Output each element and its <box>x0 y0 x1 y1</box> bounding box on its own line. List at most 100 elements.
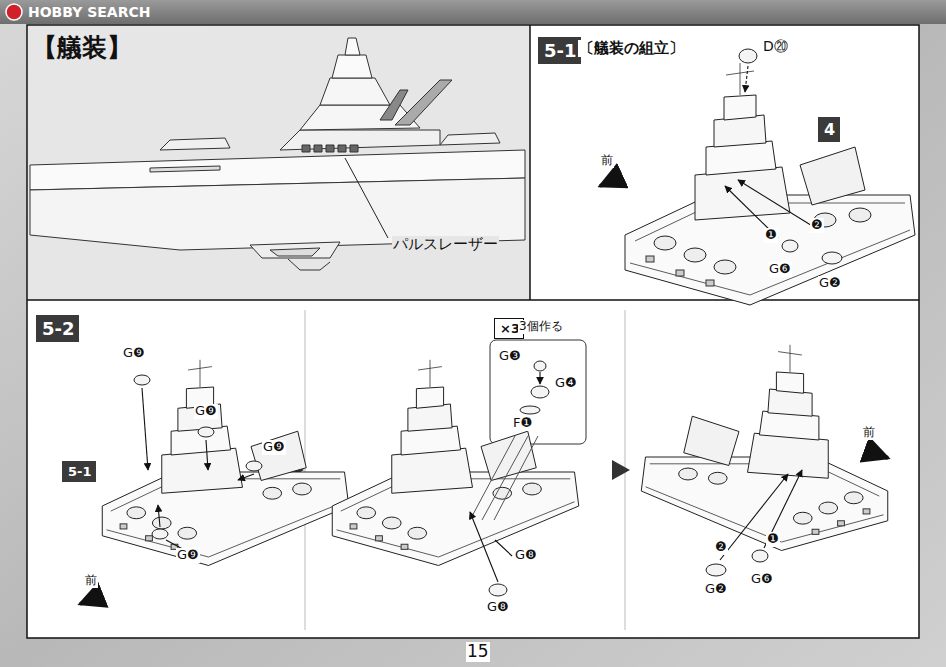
mast <box>418 367 442 370</box>
part <box>822 252 842 264</box>
tower <box>332 55 372 78</box>
part <box>152 529 168 539</box>
step-label: 5-2 <box>42 318 75 339</box>
hull-detail <box>838 521 845 526</box>
turret <box>127 507 146 519</box>
turret <box>793 512 812 524</box>
front-arrow <box>866 450 888 458</box>
part-number: G❻ <box>750 572 774 587</box>
turret <box>160 138 230 150</box>
part-number: G❾ <box>194 404 218 419</box>
part-number: G❻ <box>768 262 792 277</box>
tower <box>714 115 766 147</box>
hull-detail <box>337 502 575 557</box>
panel-ground <box>28 26 530 300</box>
hull-detail <box>376 536 383 541</box>
turret <box>708 472 727 484</box>
logo <box>6 4 22 20</box>
direction-label: 前 <box>862 426 876 440</box>
part-number: G❾ <box>122 346 146 361</box>
part-name: パルスレーザー <box>392 236 499 253</box>
hull-detail <box>812 529 819 534</box>
part-number: G❽ <box>514 548 538 563</box>
turret <box>293 483 312 495</box>
hull-detail <box>706 280 714 286</box>
part <box>531 386 549 398</box>
divider <box>305 310 306 630</box>
pulse-laser <box>350 145 358 152</box>
tower <box>408 404 452 431</box>
turret <box>152 517 171 529</box>
turret <box>382 517 401 529</box>
turret <box>263 487 282 499</box>
mast <box>790 345 791 372</box>
step-number: 4 <box>818 117 840 142</box>
direction-label: 前 <box>84 574 98 588</box>
divider <box>529 25 531 300</box>
leader-line <box>206 440 208 470</box>
part-number: G❷ <box>704 582 728 597</box>
hull-detail <box>120 524 127 529</box>
pulse-laser <box>338 145 346 152</box>
leader-line <box>470 512 498 582</box>
turret <box>357 507 376 519</box>
hull-detail <box>146 536 153 541</box>
callout-line <box>494 436 538 520</box>
turret <box>844 492 863 504</box>
tower <box>776 372 803 393</box>
hull-detail <box>676 270 684 276</box>
tower <box>416 387 443 408</box>
mast <box>778 352 802 355</box>
callout-number: ❶ <box>766 532 780 547</box>
pulse-laser <box>326 145 334 152</box>
turret <box>408 527 427 539</box>
hull-detail <box>288 259 330 270</box>
front-arrow <box>80 596 100 604</box>
funnel <box>800 147 865 205</box>
panel-title: 【艤装】 <box>32 34 132 63</box>
part <box>534 361 546 371</box>
part <box>739 49 757 63</box>
step-label: 5-1 <box>544 40 577 61</box>
mast <box>380 90 408 120</box>
turret <box>523 483 542 495</box>
funnel <box>684 416 739 465</box>
turret <box>679 468 698 480</box>
divider <box>27 299 919 301</box>
part <box>752 550 768 562</box>
part-number: G❸ <box>498 349 522 364</box>
mast <box>188 367 212 370</box>
mast <box>740 63 741 95</box>
part-number: G❽ <box>486 600 510 615</box>
part-number: G❾ <box>262 440 286 455</box>
tower <box>320 78 390 105</box>
mast <box>430 360 431 387</box>
turret <box>493 487 512 499</box>
turret <box>654 236 676 250</box>
part-number: G❾ <box>176 548 200 563</box>
hull-detail <box>401 544 408 549</box>
front-arrow <box>600 176 622 186</box>
leader-line <box>539 372 540 384</box>
step-label: 5-1 <box>68 464 92 479</box>
direction-label: 前 <box>600 154 614 168</box>
leader-line <box>745 66 748 92</box>
turret <box>714 260 736 274</box>
step-arrow <box>612 460 630 480</box>
part <box>246 461 262 471</box>
funnel <box>251 431 306 480</box>
turret <box>849 208 871 222</box>
tower <box>178 404 222 431</box>
part <box>782 240 798 252</box>
part <box>489 584 507 596</box>
hull-detail <box>646 256 654 262</box>
note: 3個作る <box>518 320 564 334</box>
hull-detail <box>150 166 220 172</box>
step-label: 4 <box>824 120 835 139</box>
leader-line <box>142 388 148 470</box>
leader-line <box>495 540 512 556</box>
leader-line <box>345 158 388 238</box>
